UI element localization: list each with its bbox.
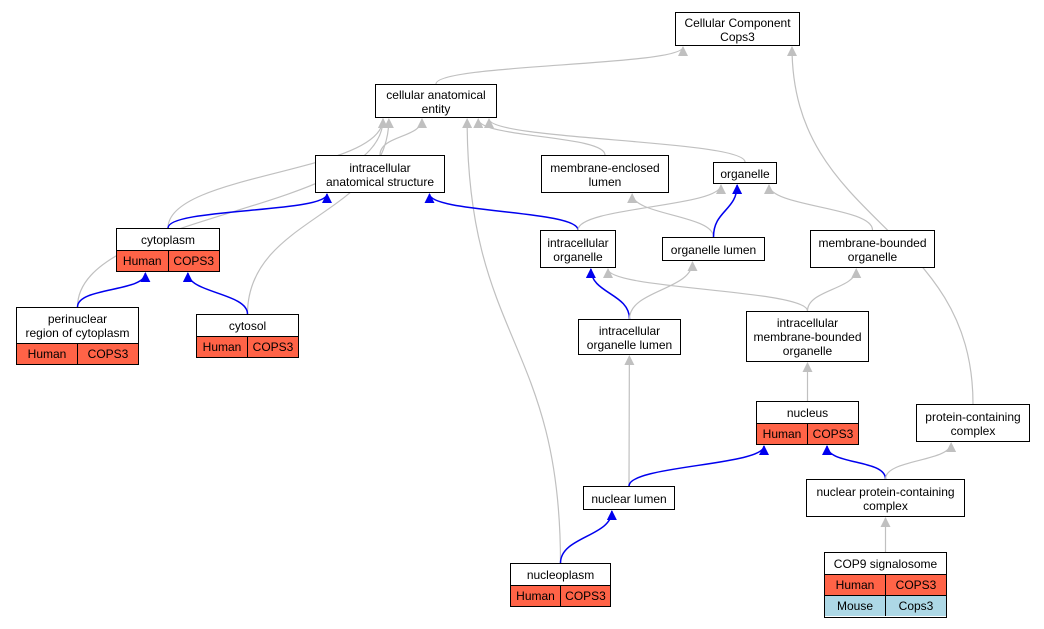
is-a-edge-cellular-anatomical-entity-to-cellular-component — [435, 46, 688, 85]
node-label: organelle lumen — [670, 242, 757, 257]
is-a-edge-intracellular-organelle-lumen-to-organelle-lumen — [628, 261, 698, 320]
gene-cell: COPS3 — [885, 574, 946, 596]
node-label: protein-containing complex — [925, 409, 1021, 438]
node-label: membrane-bounded organelle — [818, 235, 927, 264]
node-nuclear-lumen[interactable]: nuclear lumen — [583, 486, 675, 510]
node-membrane-bounded-organelle[interactable]: membrane-bounded organelle — [810, 230, 935, 268]
is-a-edge-intracellular-anatomical-structure-to-cellular-anatomical-entity — [379, 118, 427, 156]
node-organelle-lumen[interactable]: organelle lumen — [662, 237, 765, 261]
is-a-edge-cytosol-to-cellular-anatomical-entity — [246, 118, 394, 315]
gene-cell: COPS3 — [807, 423, 858, 444]
part-of-edge-nuclear-lumen-to-nucleus — [628, 445, 769, 487]
part-of-edge-perinuclear-region-to-cytoplasm — [76, 272, 151, 308]
is-a-edge-organelle-to-cellular-anatomical-entity — [484, 118, 746, 163]
gene-cell: COPS3 — [560, 585, 610, 606]
species-cell: Human — [17, 343, 78, 364]
node-label: intracellular membrane-bounded organelle — [753, 316, 862, 358]
is-a-edge-intracellular-organelle-to-organelle — [577, 184, 726, 231]
part-of-edge-intracellular-organelle-lumen-to-intracellular-organelle — [585, 268, 631, 320]
node-intracellular-membrane-bounded-organelle[interactable]: intracellular membrane-bounded organelle — [746, 311, 869, 362]
node-cellular-anatomical-entity[interactable]: cellular anatomical entity — [375, 84, 497, 118]
node-label: Cellular Component Cops3 — [684, 15, 791, 44]
node-label: nuclear lumen — [591, 491, 667, 506]
node-label: nucleoplasm — [526, 567, 595, 582]
part-of-edge-cytosol-to-cytoplasm — [182, 272, 249, 315]
node-organelle[interactable]: organelle — [713, 162, 777, 184]
part-of-edge-intracellular-organelle-to-intracellular-anatomical-structure — [424, 193, 579, 231]
species-cell: Human — [197, 336, 248, 357]
node-label: intracellular anatomical structure — [325, 160, 435, 189]
node-label: intracellular organelle — [547, 235, 609, 264]
gene-cell: COPS3 — [167, 250, 219, 271]
is-a-edge-nuclear-protein-containing-complex-to-protein-containing-complex — [884, 442, 957, 480]
species-cell: Human — [757, 423, 808, 444]
part-of-edge-nucleoplasm-to-nuclear-lumen — [559, 510, 617, 564]
is-a-edge-membrane-bounded-organelle-to-organelle — [764, 184, 874, 231]
node-cellular-component[interactable]: Cellular Component Cops3 — [675, 12, 800, 46]
part-of-edge-nuclear-protein-containing-complex-to-nucleus — [822, 445, 887, 480]
node-label: intracellular organelle lumen — [586, 323, 673, 352]
is-a-edge-nucleoplasm-to-cellular-anatomical-entity — [462, 118, 562, 564]
node-label: COP9 signalosome — [833, 556, 938, 571]
species-cell: Human — [117, 250, 168, 271]
species-cell: Human — [511, 585, 561, 606]
is-a-edge-membrane-enclosed-lumen-to-cellular-anatomical-entity — [473, 118, 606, 156]
node-label: cellular anatomical entity — [386, 87, 486, 116]
is-a-edge-organelle-lumen-to-membrane-enclosed-lumen — [627, 193, 715, 238]
node-label: membrane-enclosed lumen — [550, 160, 660, 189]
species-cell: Human — [825, 574, 886, 596]
part-of-edge-cytoplasm-to-intracellular-anatomical-structure — [167, 193, 332, 229]
node-intracellular-anatomical-structure[interactable]: intracellular anatomical structure — [315, 155, 445, 193]
node-label: cytosol — [228, 318, 267, 333]
node-intracellular-organelle[interactable]: intracellular organelle — [540, 230, 616, 268]
gene-cell: Cops3 — [885, 595, 946, 616]
is-a-edge-cytoplasm-to-cellular-anatomical-entity — [167, 118, 388, 229]
node-label: perinuclear region of cytoplasm — [25, 311, 130, 340]
node-intracellular-organelle-lumen[interactable]: intracellular organelle lumen — [578, 319, 681, 355]
is-a-edge-intracellular-membrane-bounded-organelle-to-intracellular-organelle — [603, 268, 809, 312]
node-label: cytoplasm — [140, 232, 196, 247]
gene-cell: COPS3 — [247, 336, 298, 357]
node-protein-containing-complex[interactable]: protein-containing complex — [916, 404, 1030, 442]
node-nuclear-protein-containing-complex[interactable]: nuclear protein-containing complex — [806, 479, 965, 517]
node-label: nuclear protein-containing complex — [816, 484, 955, 513]
part-of-edge-organelle-lumen-to-organelle — [712, 184, 743, 238]
edge-layer — [76, 46, 974, 564]
node-label: nucleus — [786, 405, 829, 420]
is-a-edge-intracellular-membrane-bounded-organelle-to-membrane-bounded-organelle — [806, 268, 862, 312]
node-label: organelle — [720, 166, 770, 181]
gene-cell: COPS3 — [77, 343, 138, 364]
is-a-edge-protein-containing-complex-to-cellular-component — [787, 46, 974, 405]
species-cell: Mouse — [825, 595, 886, 616]
node-membrane-enclosed-lumen[interactable]: membrane-enclosed lumen — [541, 155, 669, 193]
